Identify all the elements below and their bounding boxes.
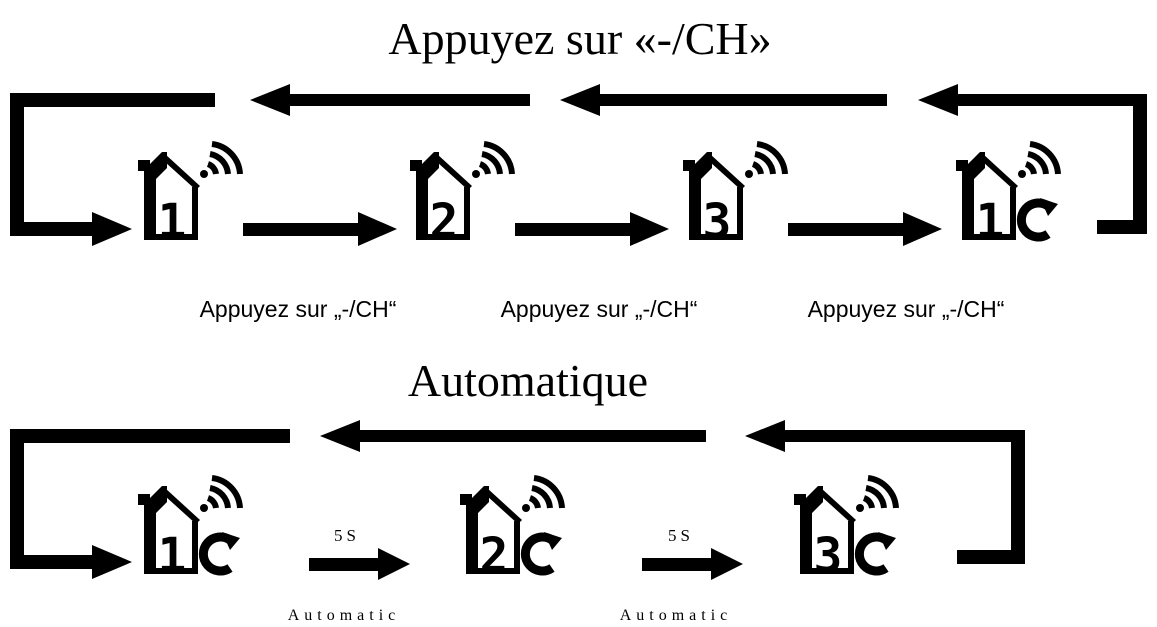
cycle-icon (1021, 198, 1058, 237)
auto-return-path (10, 420, 1025, 579)
auto-delay-label-1: 5S (334, 526, 360, 545)
channel-number: 3 (814, 528, 843, 584)
channel-number: 1 (158, 528, 187, 584)
channel-number: 2 (430, 194, 459, 250)
auto-forward-arrows (309, 548, 743, 580)
manual-channel-1-cycle-icon: 1 (956, 144, 1058, 250)
cycle-icon (203, 532, 240, 571)
auto-channel-2-cycle-icon: 2 (460, 478, 562, 584)
auto-channel-1-cycle-icon: 1 (138, 478, 240, 584)
auto-delay-label-2: 5S (668, 526, 694, 545)
channel-number: 2 (480, 528, 509, 584)
manual-step-label-1: Appuyez sur „-/CH“ (200, 296, 397, 322)
manual-return-path (10, 84, 1147, 246)
manual-forward-arrows (243, 212, 942, 246)
manual-channel-3-icon: 3 (683, 144, 785, 250)
channel-number: 1 (976, 194, 1005, 250)
channel-number: 1 (158, 194, 187, 250)
manual-channel-1-icon: 1 (138, 144, 240, 250)
manual-step-label-3: Appuyez sur „-/CH“ (808, 296, 1005, 322)
auto-step-label-2: Automatic (620, 607, 733, 624)
manual-channel-2-icon: 2 (410, 144, 512, 250)
manual-step-label-2: Appuyez sur „-/CH“ (501, 296, 698, 322)
cycle-icon (859, 532, 896, 571)
channel-number: 3 (703, 194, 732, 250)
manual-title: Appuyez sur «-/CH» (388, 13, 771, 64)
auto-channel-3-cycle-icon: 3 (794, 478, 896, 584)
auto-step-label-1: Automatic (288, 607, 401, 624)
cycle-icon (525, 532, 562, 571)
auto-title: Automatique (408, 355, 648, 406)
